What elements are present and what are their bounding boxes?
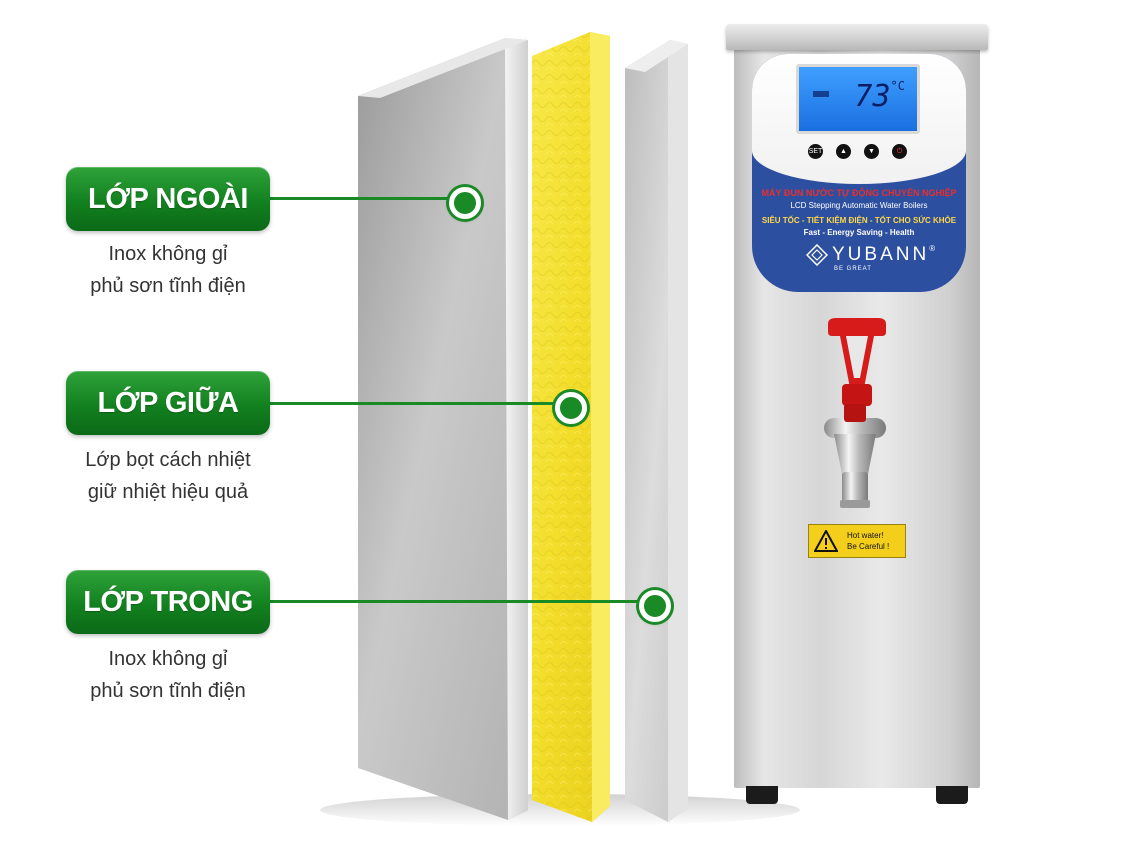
inner-layer-description-line: phủ sơn tĩnh điện bbox=[90, 680, 246, 702]
middle-layer-description-line: Lớp bọt cách nhiệt bbox=[85, 449, 251, 471]
tap-handle[interactable] bbox=[824, 318, 890, 406]
middle-foam-panel bbox=[532, 32, 610, 822]
target-dot-icon bbox=[639, 590, 671, 622]
outer-layer-title: LỚP NGOÀI bbox=[66, 167, 270, 231]
target-dot-icon bbox=[555, 392, 587, 424]
set-button[interactable]: SET bbox=[808, 144, 823, 159]
brand-name-text: YUBANN bbox=[832, 244, 930, 265]
inner-layer-title: LỚP TRONG bbox=[66, 570, 270, 634]
hot-water-warning-label: Hot water! Be Careful ! bbox=[808, 524, 906, 558]
lcd-temperature: 73°C bbox=[854, 79, 905, 114]
outer-layer-description: Inox không gỉ phủ sơn tĩnh điện bbox=[40, 238, 296, 302]
warning-line: Hot water! bbox=[847, 531, 884, 540]
tap-spout bbox=[824, 404, 886, 508]
yubann-logo-icon bbox=[806, 244, 828, 266]
connector-line-middle bbox=[270, 402, 556, 405]
outer-layer-description-line: Inox không gỉ bbox=[108, 243, 228, 265]
panel-title-en: LCD Stepping Automatic Water Boilers bbox=[790, 201, 928, 210]
lcd-display: 73°C bbox=[796, 64, 920, 134]
outer-layer-description-line: phủ sơn tĩnh điện bbox=[90, 275, 246, 297]
panel-slogan-en: Fast - Energy Saving - Health bbox=[803, 228, 915, 237]
warning-line: Be Careful ! bbox=[847, 542, 890, 551]
brand-tagline: BE GREAT bbox=[834, 266, 872, 272]
lcd-temperature-value: 73 bbox=[854, 79, 891, 114]
inner-layer-description-line: Inox không gỉ bbox=[108, 648, 228, 670]
middle-layer-description: Lớp bọt cách nhiệt giữ nhiệt hiệu quả bbox=[40, 444, 296, 508]
lcd-indicator bbox=[813, 91, 829, 97]
water-boiler-lid bbox=[726, 24, 988, 50]
target-dot-icon bbox=[449, 187, 481, 219]
connector-line-inner bbox=[270, 600, 640, 603]
panel-slogan-vi: SIÊU TỐC - TIẾT KIỆM ĐIỆN - TỐT CHO SỨC … bbox=[761, 216, 957, 225]
lcd-temperature-unit: °C bbox=[890, 79, 905, 93]
brand-registered-mark: ® bbox=[929, 244, 936, 253]
outer-steel-panel bbox=[358, 38, 528, 820]
connector-line-outer bbox=[270, 197, 450, 200]
middle-layer-description-line: giữ nhiệt hiệu quả bbox=[87, 481, 249, 503]
power-button[interactable]: ⏻ bbox=[892, 144, 907, 159]
boiler-foot-left bbox=[746, 786, 778, 804]
warning-text: Hot water! Be Careful ! bbox=[847, 530, 889, 552]
panel-title-vi: MÁY ĐUN NƯỚC TỰ ĐỘNG CHUYÊN NGHIỆP bbox=[761, 188, 957, 198]
down-button[interactable]: ▼ bbox=[864, 144, 879, 159]
brand-name: YUBANN® bbox=[832, 244, 935, 266]
inner-layer-description: Inox không gỉ phủ sơn tĩnh điện bbox=[40, 643, 296, 707]
control-panel: 73°C SET ▲ ▼ ⏻ MÁY ĐUN NƯỚC TỰ ĐỘNG CHUY… bbox=[752, 54, 966, 292]
inner-layer-panel bbox=[625, 40, 688, 822]
warning-triangle-icon bbox=[814, 530, 838, 552]
middle-layer-title: LỚP GIỮA bbox=[66, 371, 270, 435]
boiler-foot-right bbox=[936, 786, 968, 804]
up-button[interactable]: ▲ bbox=[836, 144, 851, 159]
